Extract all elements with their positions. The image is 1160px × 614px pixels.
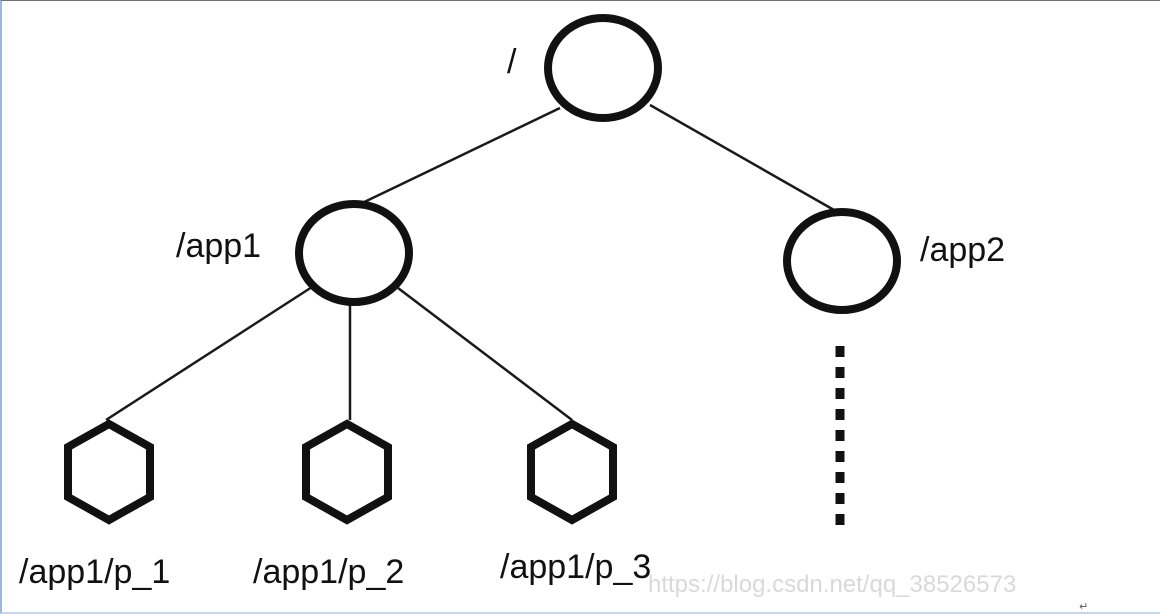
node-p2-hexagon xyxy=(302,419,392,525)
label-p1: /app1/p_1 xyxy=(19,553,170,591)
label-app2: /app2 xyxy=(920,231,1005,269)
label-p3: /app1/p_3 xyxy=(500,548,651,586)
watermark-text: https://blog.csdn.net/qq_38526573 xyxy=(648,571,1016,598)
label-root: / xyxy=(507,43,517,81)
paragraph-mark: ↵ xyxy=(1079,600,1088,613)
node-p1-hexagon xyxy=(64,419,154,525)
label-p2: /app1/p_2 xyxy=(253,553,404,591)
edge-root-app1 xyxy=(357,106,561,207)
label-app1: /app1 xyxy=(176,227,261,265)
node-root-circle xyxy=(544,14,662,122)
node-app2-circle xyxy=(783,208,901,314)
node-app1-circle xyxy=(295,200,413,306)
edge-root-app2 xyxy=(649,103,835,212)
edge-app1-p1 xyxy=(105,285,313,422)
node-p3-hexagon xyxy=(527,419,617,525)
edge-app1-p3 xyxy=(397,287,573,421)
